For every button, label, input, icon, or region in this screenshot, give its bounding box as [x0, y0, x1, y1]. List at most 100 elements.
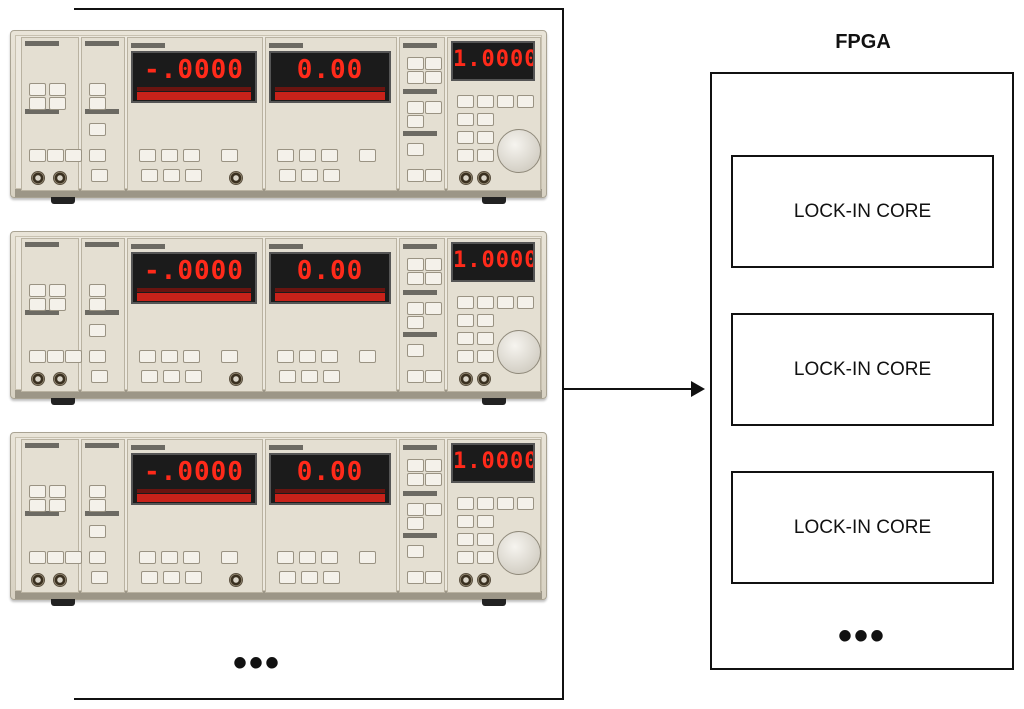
panel-button[interactable]	[323, 370, 340, 383]
panel-button[interactable]	[407, 459, 424, 472]
panel-button[interactable]	[221, 350, 238, 363]
panel-button[interactable]	[407, 169, 424, 182]
panel-button[interactable]	[321, 551, 338, 564]
panel-button[interactable]	[163, 370, 180, 383]
panel-button[interactable]	[89, 551, 106, 564]
panel-button[interactable]	[457, 149, 474, 162]
panel-button[interactable]	[407, 57, 424, 70]
panel-button[interactable]	[183, 551, 200, 564]
panel-button[interactable]	[29, 298, 46, 311]
panel-button[interactable]	[359, 350, 376, 363]
panel-button[interactable]	[141, 571, 158, 584]
panel-button[interactable]	[457, 497, 474, 510]
panel-button[interactable]	[89, 284, 106, 297]
panel-button[interactable]	[477, 314, 494, 327]
panel-button[interactable]	[407, 71, 424, 84]
panel-button[interactable]	[221, 551, 238, 564]
panel-button[interactable]	[279, 169, 296, 182]
panel-button[interactable]	[425, 101, 442, 114]
panel-button[interactable]	[49, 485, 66, 498]
panel-button[interactable]	[47, 551, 64, 564]
panel-button[interactable]	[457, 350, 474, 363]
panel-button[interactable]	[65, 149, 82, 162]
panel-button[interactable]	[457, 113, 474, 126]
panel-button[interactable]	[407, 370, 424, 383]
panel-button[interactable]	[141, 370, 158, 383]
panel-button[interactable]	[161, 149, 178, 162]
panel-button[interactable]	[91, 169, 108, 182]
panel-button[interactable]	[425, 459, 442, 472]
panel-button[interactable]	[321, 149, 338, 162]
panel-button[interactable]	[477, 296, 494, 309]
panel-button[interactable]	[457, 515, 474, 528]
panel-button[interactable]	[299, 149, 316, 162]
panel-button[interactable]	[477, 95, 494, 108]
panel-button[interactable]	[407, 258, 424, 271]
panel-button[interactable]	[407, 143, 424, 156]
panel-button[interactable]	[477, 149, 494, 162]
panel-button[interactable]	[89, 324, 106, 337]
panel-button[interactable]	[185, 370, 202, 383]
panel-button[interactable]	[49, 298, 66, 311]
panel-button[interactable]	[29, 83, 46, 96]
panel-button[interactable]	[161, 350, 178, 363]
panel-button[interactable]	[517, 497, 534, 510]
panel-button[interactable]	[49, 499, 66, 512]
panel-button[interactable]	[163, 571, 180, 584]
panel-button[interactable]	[89, 298, 106, 311]
panel-button[interactable]	[185, 169, 202, 182]
panel-button[interactable]	[359, 149, 376, 162]
panel-button[interactable]	[457, 332, 474, 345]
panel-button[interactable]	[89, 123, 106, 136]
panel-button[interactable]	[139, 551, 156, 564]
panel-button[interactable]	[221, 149, 238, 162]
panel-button[interactable]	[425, 370, 442, 383]
panel-button[interactable]	[89, 83, 106, 96]
panel-button[interactable]	[29, 551, 46, 564]
panel-button[interactable]	[47, 149, 64, 162]
panel-button[interactable]	[497, 497, 514, 510]
panel-button[interactable]	[89, 525, 106, 538]
panel-button[interactable]	[301, 370, 318, 383]
panel-button[interactable]	[407, 272, 424, 285]
panel-button[interactable]	[277, 149, 294, 162]
panel-button[interactable]	[477, 131, 494, 144]
panel-button[interactable]	[183, 149, 200, 162]
panel-button[interactable]	[29, 350, 46, 363]
panel-button[interactable]	[407, 101, 424, 114]
panel-button[interactable]	[425, 302, 442, 315]
panel-button[interactable]	[457, 551, 474, 564]
panel-button[interactable]	[407, 571, 424, 584]
panel-button[interactable]	[49, 284, 66, 297]
panel-button[interactable]	[29, 485, 46, 498]
panel-button[interactable]	[277, 350, 294, 363]
panel-button[interactable]	[29, 499, 46, 512]
panel-button[interactable]	[29, 97, 46, 110]
panel-button[interactable]	[29, 149, 46, 162]
panel-button[interactable]	[89, 499, 106, 512]
panel-button[interactable]	[301, 571, 318, 584]
panel-button[interactable]	[477, 515, 494, 528]
panel-button[interactable]	[407, 115, 424, 128]
panel-button[interactable]	[65, 551, 82, 564]
panel-button[interactable]	[161, 551, 178, 564]
panel-button[interactable]	[477, 497, 494, 510]
panel-button[interactable]	[359, 551, 376, 564]
panel-button[interactable]	[301, 169, 318, 182]
panel-button[interactable]	[425, 473, 442, 486]
panel-button[interactable]	[425, 272, 442, 285]
panel-button[interactable]	[425, 503, 442, 516]
panel-button[interactable]	[89, 97, 106, 110]
panel-button[interactable]	[517, 296, 534, 309]
panel-button[interactable]	[141, 169, 158, 182]
adjust-knob[interactable]	[497, 531, 541, 575]
panel-button[interactable]	[49, 83, 66, 96]
panel-button[interactable]	[407, 473, 424, 486]
panel-button[interactable]	[91, 571, 108, 584]
panel-button[interactable]	[163, 169, 180, 182]
panel-button[interactable]	[29, 284, 46, 297]
adjust-knob[interactable]	[497, 129, 541, 173]
panel-button[interactable]	[457, 296, 474, 309]
panel-button[interactable]	[457, 95, 474, 108]
panel-button[interactable]	[323, 571, 340, 584]
